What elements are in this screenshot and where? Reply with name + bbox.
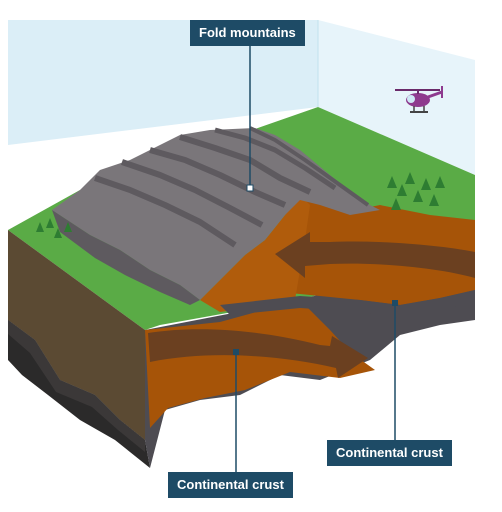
label-continental-crust-right: Continental crust xyxy=(327,440,452,466)
sky-panel-back xyxy=(8,20,318,145)
tree-icon xyxy=(391,198,401,210)
tree-icon xyxy=(46,218,54,228)
tree-icon xyxy=(64,222,72,232)
crust-uplift xyxy=(200,195,310,312)
label-continental-crust-left: Continental crust xyxy=(168,472,293,498)
sky-panel-right xyxy=(318,20,475,175)
tree-icon xyxy=(405,172,415,184)
fold-ridge xyxy=(94,175,237,248)
left-block-side xyxy=(8,230,150,468)
soil-layer xyxy=(8,230,145,440)
trees-right xyxy=(387,172,445,210)
tree-icon xyxy=(397,184,407,196)
rock-shading xyxy=(8,320,145,452)
tree-icon xyxy=(429,194,439,206)
arrow-push-left xyxy=(275,232,475,278)
trees-left xyxy=(36,218,72,238)
mountain-shadow xyxy=(52,210,200,305)
fold-ridge xyxy=(214,127,337,191)
leader-marker-crust-right xyxy=(392,300,398,306)
tree-icon xyxy=(36,222,44,232)
arrow-push-right xyxy=(148,329,368,378)
sky-panels xyxy=(8,20,475,175)
tree-icon xyxy=(435,176,445,188)
crust-boundary xyxy=(220,290,475,318)
fold-ridge xyxy=(149,147,287,208)
leader-lines xyxy=(233,40,398,472)
crust-arrows xyxy=(148,232,475,378)
mountain-mass xyxy=(52,128,380,300)
leader-marker-fold-mountains xyxy=(246,184,254,192)
fold-ridge xyxy=(249,126,370,207)
leader-marker-crust-left xyxy=(233,349,239,355)
tree-icon xyxy=(413,190,423,202)
fold-ridge xyxy=(121,159,264,228)
tree-icon xyxy=(54,228,62,238)
label-fold-mountains: Fold mountains xyxy=(190,20,305,46)
fold-mountains xyxy=(52,126,380,305)
helicopter-icon xyxy=(395,86,443,113)
tree-icon xyxy=(421,178,431,190)
tree-icon xyxy=(387,176,397,188)
